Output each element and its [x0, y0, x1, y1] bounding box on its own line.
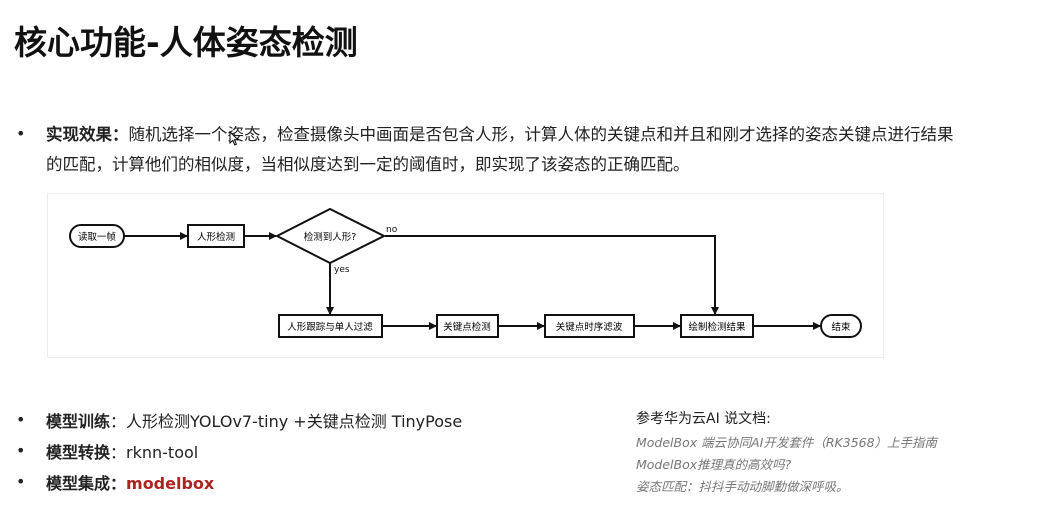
detail-training-key: 模型训练 — [46, 412, 111, 431]
flowchart-panel: 读取一帧 人形检测 检测到人形? no yes 人形跟踪与单人过滤 关键点检测 … — [47, 193, 884, 358]
node-person-detect-label: 人形检测 — [197, 231, 235, 243]
reference-title: 参考华为云AI 说文档: — [636, 411, 771, 427]
detail-conversion: 模型转换：rknn-tool — [46, 439, 198, 463]
intro-label: 实现效果： — [46, 125, 129, 144]
node-person-detect: 人形检测 — [187, 224, 245, 248]
node-end: 结束 — [820, 314, 862, 338]
bullet-dot: • — [16, 441, 26, 460]
flow-edges — [124, 232, 821, 330]
detail-integration: 模型集成：modelbox — [46, 470, 214, 494]
detail-conversion-value: rknn-tool — [126, 443, 199, 462]
node-decision: 检测到人形? — [274, 207, 387, 265]
reference-link[interactable]: 姿态匹配：抖抖手动动脚勤做深呼吸。 — [636, 479, 849, 494]
node-keypoint-filter-label: 关键点时序滤波 — [556, 321, 623, 333]
node-end-label: 结束 — [831, 321, 851, 333]
edge-label-yes: yes — [334, 265, 350, 275]
intro-paragraph: 实现效果：随机选择一个姿态，检查摄像头中画面是否包含人形，计算人体的关键点和并且… — [46, 120, 1006, 180]
slide-title: 核心功能-人体姿态检测 — [14, 23, 358, 62]
node-draw-result-label: 绘制检测结果 — [688, 321, 746, 333]
bullet-dot: • — [16, 410, 26, 429]
detail-conversion-sep: ： — [110, 443, 127, 462]
edge-label-no: no — [386, 225, 398, 235]
intro-text-line1: 随机选择一个姿态，检查摄像头中画面是否包含人形，计算人体的关键点和并且和刚才选择… — [128, 125, 954, 144]
bullet-dot: • — [16, 472, 26, 491]
detail-conversion-key: 模型转换 — [46, 443, 111, 462]
intro-text-line2: 的匹配，计算他们的相似度，当相似度达到一定的阈值时，即实现了该姿态的正确匹配。 — [46, 155, 690, 174]
mouse-cursor-icon — [229, 130, 240, 150]
node-tracking: 人形跟踪与单人过滤 — [278, 314, 383, 338]
detail-integration-key: 模型集成： — [46, 474, 127, 493]
reference-link[interactable]: ModelBox 端云协同AI开发套件（RK3568）上手指南 — [636, 435, 938, 450]
detail-training-value: 人形检测YOLOv7-tiny +关键点检测 TinyPose — [126, 412, 463, 431]
node-decision-label: 检测到人形? — [304, 231, 357, 243]
node-read-frame: 读取一帧 — [69, 224, 125, 248]
edge-decision-no — [385, 235, 719, 315]
node-read-frame-label: 读取一帧 — [78, 231, 117, 243]
detail-training: 模型训练：人形检测YOLOv7-tiny +关键点检测 TinyPose — [46, 408, 462, 432]
reference-link[interactable]: ModelBox推理真的高效吗? — [636, 457, 792, 472]
detail-training-sep: ： — [110, 412, 127, 431]
node-keypoint-filter: 关键点时序滤波 — [544, 314, 635, 338]
node-keypoint-detect: 关键点检测 — [436, 314, 499, 338]
node-tracking-label: 人形跟踪与单人过滤 — [287, 321, 373, 333]
detail-integration-value: modelbox — [126, 474, 215, 493]
bullet-dot: • — [16, 124, 26, 143]
flowchart-diagram: 读取一帧 人形检测 检测到人形? no yes 人形跟踪与单人过滤 关键点检测 … — [69, 207, 862, 338]
node-keypoint-detect-label: 关键点检测 — [443, 321, 491, 333]
node-draw-result: 绘制检测结果 — [680, 314, 754, 338]
